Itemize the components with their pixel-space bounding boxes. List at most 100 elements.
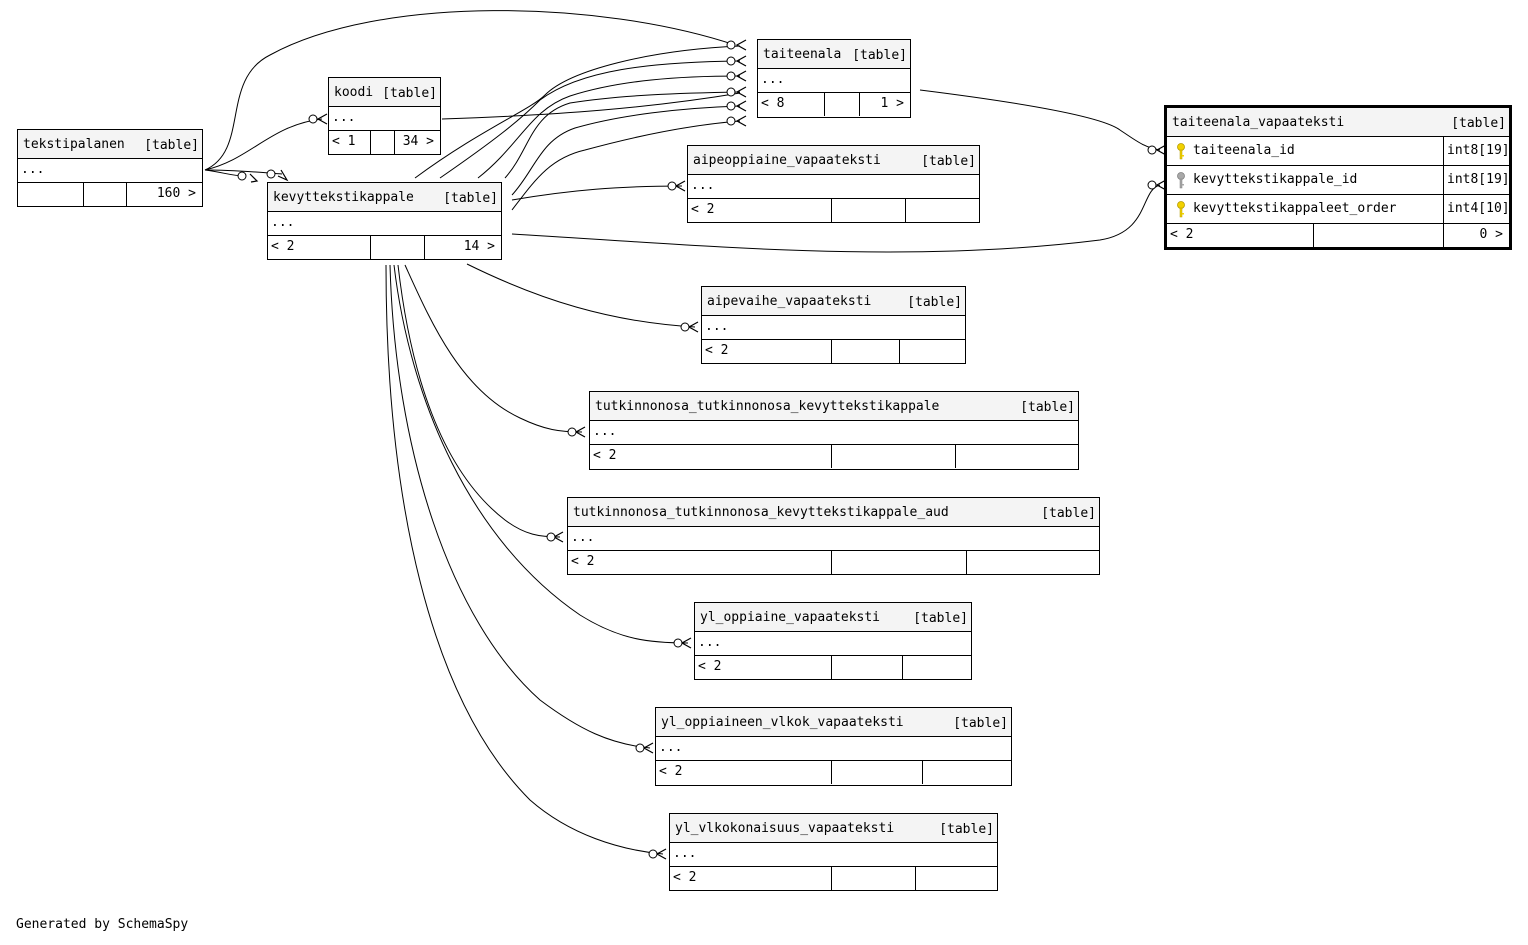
table-header: koodi [table]	[329, 78, 440, 107]
table-name[interactable]: yl_oppiaine_vapaateksti	[700, 610, 881, 625]
table-type-label: [table]	[382, 86, 437, 101]
table-name[interactable]: tutkinnonosa_tutkinnonosa_kevyttekstikap…	[595, 399, 940, 414]
table-type-label: [table]	[907, 295, 962, 310]
table-header: yl_vlkokonaisuus_vapaateksti [table]	[670, 814, 997, 843]
footer-spacer	[831, 199, 905, 222]
parents-count[interactable]: < 2	[571, 554, 595, 569]
table-footer: < 2 0 >	[1167, 224, 1509, 247]
footer-spacer	[370, 236, 424, 259]
parents-count[interactable]: < 1	[332, 134, 356, 149]
column-name: kevyttekstikappaleet_order	[1193, 201, 1397, 216]
table-type-label: [table]	[913, 611, 968, 626]
children-count[interactable]	[915, 867, 997, 890]
children-count[interactable]	[955, 445, 1078, 468]
children-count[interactable]	[922, 761, 1011, 784]
table-name[interactable]: kevyttekstikappale	[273, 190, 414, 205]
children-count[interactable]: 0 >	[1443, 224, 1509, 247]
columns-ellipsis: ...	[688, 175, 979, 199]
table-footer: < 2 14 >	[268, 236, 501, 259]
parents-count[interactable]: < 2	[705, 343, 729, 358]
parents-count[interactable]: < 2	[593, 448, 617, 463]
edge-kevyttekstikappale-taiteenala-2	[439, 60, 741, 179]
parents-count[interactable]: < 2	[271, 239, 295, 254]
children-count[interactable]	[902, 656, 971, 679]
table-type-label: [table]	[443, 191, 498, 206]
table-type-label: [table]	[144, 138, 199, 153]
table-name[interactable]: taiteenala	[763, 47, 842, 62]
table-name[interactable]: taiteenala_vapaateksti	[1172, 115, 1345, 130]
table-name[interactable]: yl_vlkokonaisuus_vapaateksti	[675, 821, 895, 836]
table-name[interactable]: koodi	[334, 85, 374, 100]
table-tekstipalanen[interactable]: tekstipalanen [table] ... 160 >	[17, 129, 203, 207]
table-yl-vlkokonaisuus-vapaateksti[interactable]: yl_vlkokonaisuus_vapaateksti [table] ...…	[669, 813, 998, 891]
parents-count[interactable]: < 2	[673, 870, 697, 885]
columns-ellipsis: ...	[568, 527, 1099, 551]
primary-key-icon	[1177, 143, 1185, 160]
table-footer: < 2	[688, 199, 979, 222]
edge-kevyttekstikappale-yl-oppiaineen-vlkok	[389, 264, 651, 749]
table-type-label: [table]	[1041, 506, 1096, 521]
parents-count[interactable]: < 2	[698, 659, 722, 674]
edge-taiteenala-taiteenala-vapaateksti	[919, 89, 1161, 151]
column-row-kevyttekstikappaleet-order[interactable]: kevyttekstikappaleet_order int4[10]	[1167, 195, 1510, 224]
edge-kevyttekstikappale-taiteenala-4	[504, 91, 741, 179]
table-kevyttekstikappale[interactable]: kevyttekstikappale [table] ... < 2 14 >	[267, 182, 502, 260]
table-taiteenala-vapaateksti[interactable]: taiteenala_vapaateksti [table] taiteenal…	[1164, 105, 1512, 250]
table-type-label: [table]	[852, 48, 907, 63]
table-name[interactable]: aipeoppiaine_vapaateksti	[693, 153, 881, 168]
footer-spacer	[824, 93, 859, 116]
parents-count[interactable]: < 2	[1170, 227, 1194, 242]
table-footer: < 2	[568, 551, 1099, 574]
table-aipeoppiaine-vapaateksti[interactable]: aipeoppiaine_vapaateksti [table] ... < 2	[687, 145, 980, 223]
footer-spacer	[1313, 224, 1443, 247]
table-name[interactable]: tekstipalanen	[23, 137, 125, 152]
parents-count[interactable]	[18, 183, 83, 206]
edge-tekstipalanen-koodi	[204, 118, 323, 171]
table-yl-oppiaine-vapaateksti[interactable]: yl_oppiaine_vapaateksti [table] ... < 2	[694, 602, 972, 680]
table-name[interactable]: aipevaihe_vapaateksti	[707, 294, 872, 309]
table-taiteenala[interactable]: taiteenala [table] ... < 8 1 >	[757, 39, 911, 118]
children-count[interactable]: 34 >	[394, 131, 440, 154]
edge-kevyttekstikappale-tutkinnonosa-aud	[397, 264, 561, 538]
parents-count[interactable]: < 2	[659, 764, 683, 779]
table-footer: < 2	[670, 867, 997, 890]
parents-count[interactable]: < 2	[691, 202, 715, 217]
edge-koodi-taiteenala	[441, 92, 741, 120]
column-row-taiteenala-id[interactable]: taiteenala_id int8[19]	[1167, 137, 1510, 166]
children-count[interactable]	[899, 340, 965, 363]
table-header: taiteenala_vapaateksti [table]	[1167, 108, 1509, 137]
column-type: int8[19]	[1443, 137, 1510, 165]
table-yl-oppiaineen-vlkok-vapaateksti[interactable]: yl_oppiaineen_vlkok_vapaateksti [table] …	[655, 707, 1012, 786]
columns-ellipsis: ...	[590, 421, 1078, 445]
edge-tekstipalanen-taiteenala	[204, 10, 736, 171]
children-count[interactable]	[966, 551, 1099, 574]
table-footer: < 8 1 >	[758, 93, 910, 116]
children-count[interactable]: 14 >	[424, 236, 501, 259]
columns-ellipsis: ...	[702, 316, 965, 340]
columns-ellipsis: ...	[268, 212, 501, 236]
generated-by-footer: Generated by SchemaSpy	[16, 917, 189, 932]
table-header: taiteenala [table]	[758, 40, 910, 69]
table-header: yl_oppiaine_vapaateksti [table]	[695, 603, 971, 632]
table-tutkinnonosa-kevyttekstikappale[interactable]: tutkinnonosa_tutkinnonosa_kevyttekstikap…	[589, 391, 1079, 470]
edge-kevyttekstikappale-taiteenala-5	[511, 105, 741, 196]
columns-ellipsis: ...	[758, 69, 910, 93]
children-count[interactable]	[905, 199, 979, 222]
table-footer: 160 >	[18, 183, 202, 206]
children-count[interactable]: 1 >	[859, 93, 910, 116]
table-koodi[interactable]: koodi [table] ... < 1 34 >	[328, 77, 441, 155]
columns-ellipsis: ...	[656, 737, 1011, 761]
edge-kevyttekstikappale-yl-oppiaine	[393, 264, 689, 644]
table-name[interactable]: yl_oppiaineen_vlkok_vapaateksti	[661, 715, 904, 730]
column-name: taiteenala_id	[1193, 143, 1295, 158]
edge-kevyttekstikappale-taiteenala-vapaateksti	[511, 184, 1161, 253]
children-count[interactable]: 160 >	[126, 183, 202, 206]
edge-kevyttekstikappale-taiteenala-6	[511, 120, 741, 211]
table-footer: < 1 34 >	[329, 131, 440, 154]
table-name[interactable]: tutkinnonosa_tutkinnonosa_kevyttekstikap…	[573, 505, 949, 520]
column-row-kevyttekstikappale-id[interactable]: kevyttekstikappale_id int8[19]	[1167, 166, 1510, 195]
parents-count[interactable]: < 8	[761, 96, 785, 111]
table-tutkinnonosa-kevyttekstikappale-aud[interactable]: tutkinnonosa_tutkinnonosa_kevyttekstikap…	[567, 497, 1100, 575]
table-type-label: [table]	[953, 716, 1008, 731]
table-aipevaihe-vapaateksti[interactable]: aipevaihe_vapaateksti [table] ... < 2	[701, 286, 966, 364]
